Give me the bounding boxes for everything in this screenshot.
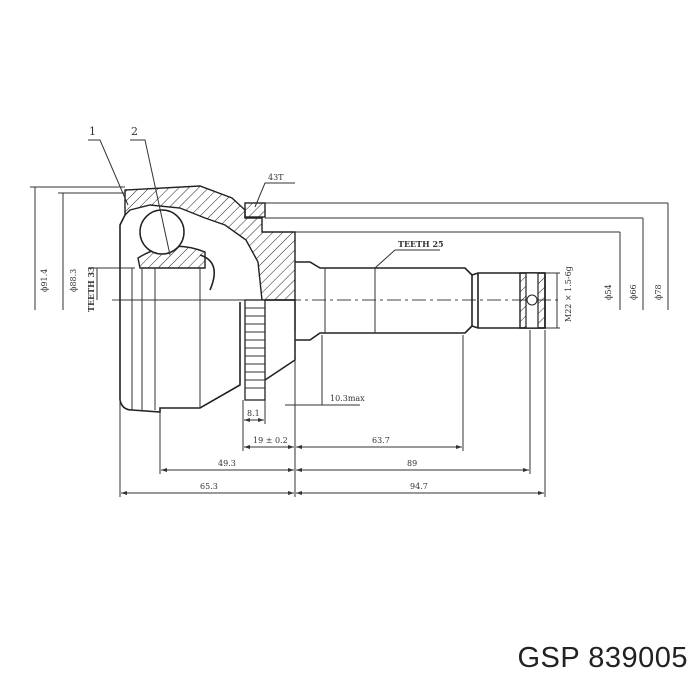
callout-1-leader xyxy=(88,139,129,206)
dim-thread: M22 × 1.5-6g xyxy=(564,266,573,322)
bottom-dimension-lines xyxy=(119,330,546,497)
dim-8-1: 8.1 xyxy=(247,409,260,418)
dim-10-3max: 10.3max xyxy=(330,394,365,403)
callout-1: 1 xyxy=(89,125,96,138)
dim-d54: ϕ54 xyxy=(604,284,613,300)
dim-94-7: 94.7 xyxy=(410,482,428,491)
dim-d78: ϕ78 xyxy=(654,284,663,300)
spline-lines xyxy=(324,268,376,333)
housing-lines xyxy=(131,268,201,410)
callout-2-leader xyxy=(130,139,171,256)
abs-ring-section xyxy=(244,202,266,218)
shaft-outline xyxy=(295,261,473,341)
dim-d91-4: ϕ91.4 xyxy=(40,269,49,292)
dim-89: 89 xyxy=(407,459,417,468)
stem-lower xyxy=(264,299,296,381)
ball xyxy=(139,209,185,255)
dim-d66: ϕ66 xyxy=(629,284,638,300)
teeth25-leader xyxy=(374,249,440,269)
dim-63-7: 63.7 xyxy=(372,436,390,445)
dim-65-3: 65.3 xyxy=(200,482,218,491)
right-dimension-lines xyxy=(265,202,669,329)
dim-d88-3: ϕ88.3 xyxy=(69,269,78,292)
label-43t: 43T xyxy=(268,173,284,182)
dim-49-3: 49.3 xyxy=(218,459,236,468)
label-teeth-25: TEETH 25 xyxy=(398,239,444,249)
part-caption: GSP 839005 xyxy=(517,642,688,674)
dim-19: 19 ± 0.2 xyxy=(253,436,288,445)
cage xyxy=(199,254,216,291)
left-dimension-lines xyxy=(30,186,135,310)
43t-leader xyxy=(254,182,295,208)
callout-2: 2 xyxy=(131,125,138,138)
label-teeth-33: TEETH 33 xyxy=(86,266,96,312)
pin-hole xyxy=(526,294,538,306)
abs-ring-teeth xyxy=(244,299,266,401)
